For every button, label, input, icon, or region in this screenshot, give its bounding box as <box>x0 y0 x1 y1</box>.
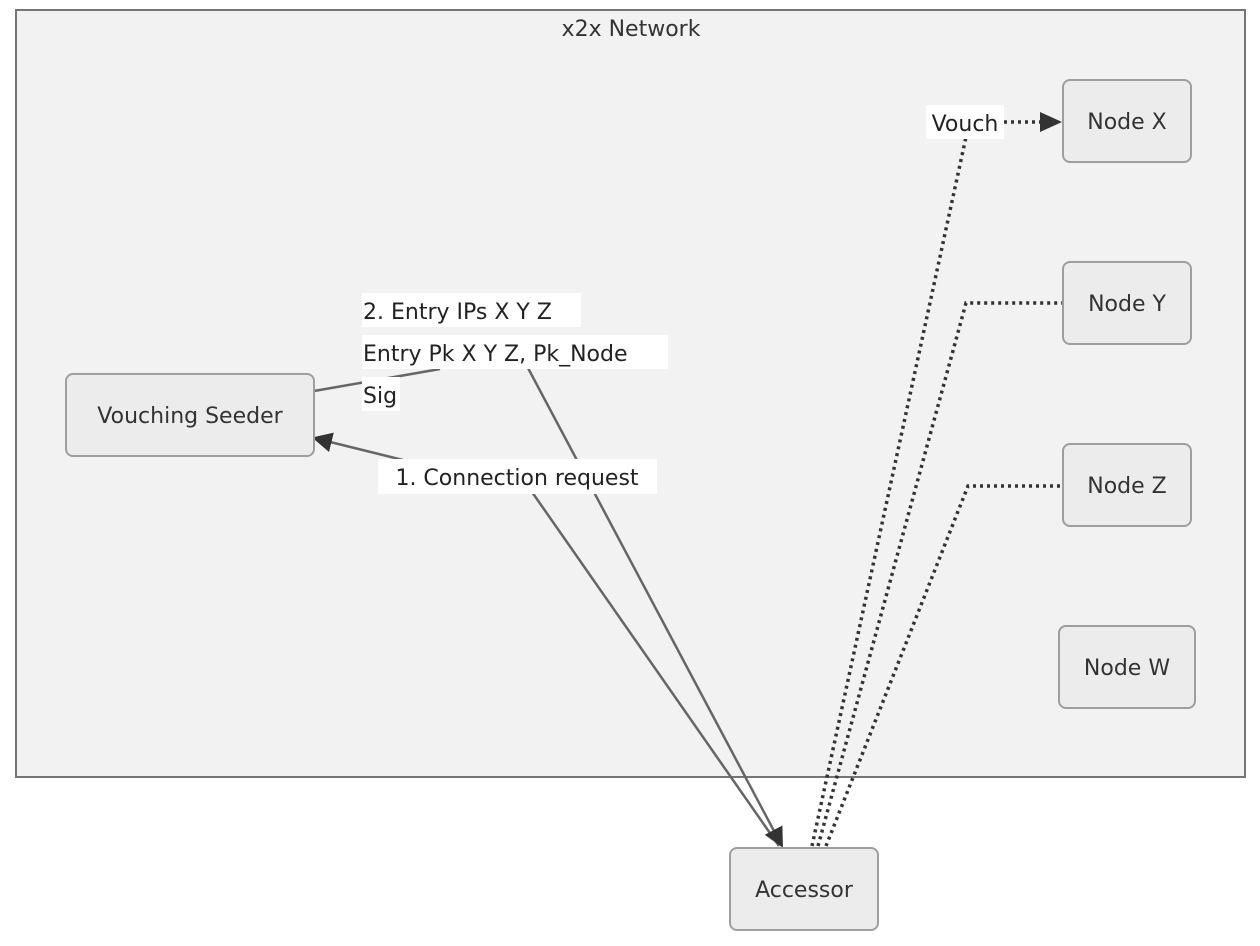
edge-vouch-node-x <box>810 112 1062 847</box>
accessor-label: Accessor <box>755 878 854 903</box>
node-y[interactable]: Node Y <box>1062 261 1192 345</box>
node-z[interactable]: Node Z <box>1062 443 1192 527</box>
edge-accessor-node-z <box>824 484 1062 847</box>
edge-accessor-node-y <box>816 301 1062 847</box>
vouch-arrowhead <box>1040 112 1062 132</box>
node-x-label: Node X <box>1087 110 1166 135</box>
label-connection-request: 1. Connection request <box>378 459 657 494</box>
entry-ips-text: 2. Entry IPs X Y Z <box>363 300 552 325</box>
entry-pk-text: Entry Pk X Y Z, Pk_Node <box>363 342 628 367</box>
node-w-label: Node W <box>1084 656 1170 681</box>
vouching-seeder-node[interactable]: Vouching Seeder <box>65 373 315 457</box>
node-y-label: Node Y <box>1088 292 1166 317</box>
connection-request-text: 1. Connection request <box>395 466 638 491</box>
label-entry-response: 2. Entry IPs X Y Z Entry Pk X Y Z, Pk_No… <box>362 293 668 411</box>
label-vouch: Vouch <box>926 105 1004 139</box>
sig-text: Sig <box>363 384 397 409</box>
node-w[interactable]: Node W <box>1058 625 1196 709</box>
accessor-node[interactable]: Accessor <box>729 847 879 931</box>
node-z-label: Node Z <box>1087 474 1166 499</box>
vouch-text: Vouch <box>932 112 999 137</box>
node-x[interactable]: Node X <box>1062 79 1192 163</box>
vouching-seeder-label: Vouching Seeder <box>97 404 283 429</box>
cluster-title: x2x Network <box>562 17 701 42</box>
